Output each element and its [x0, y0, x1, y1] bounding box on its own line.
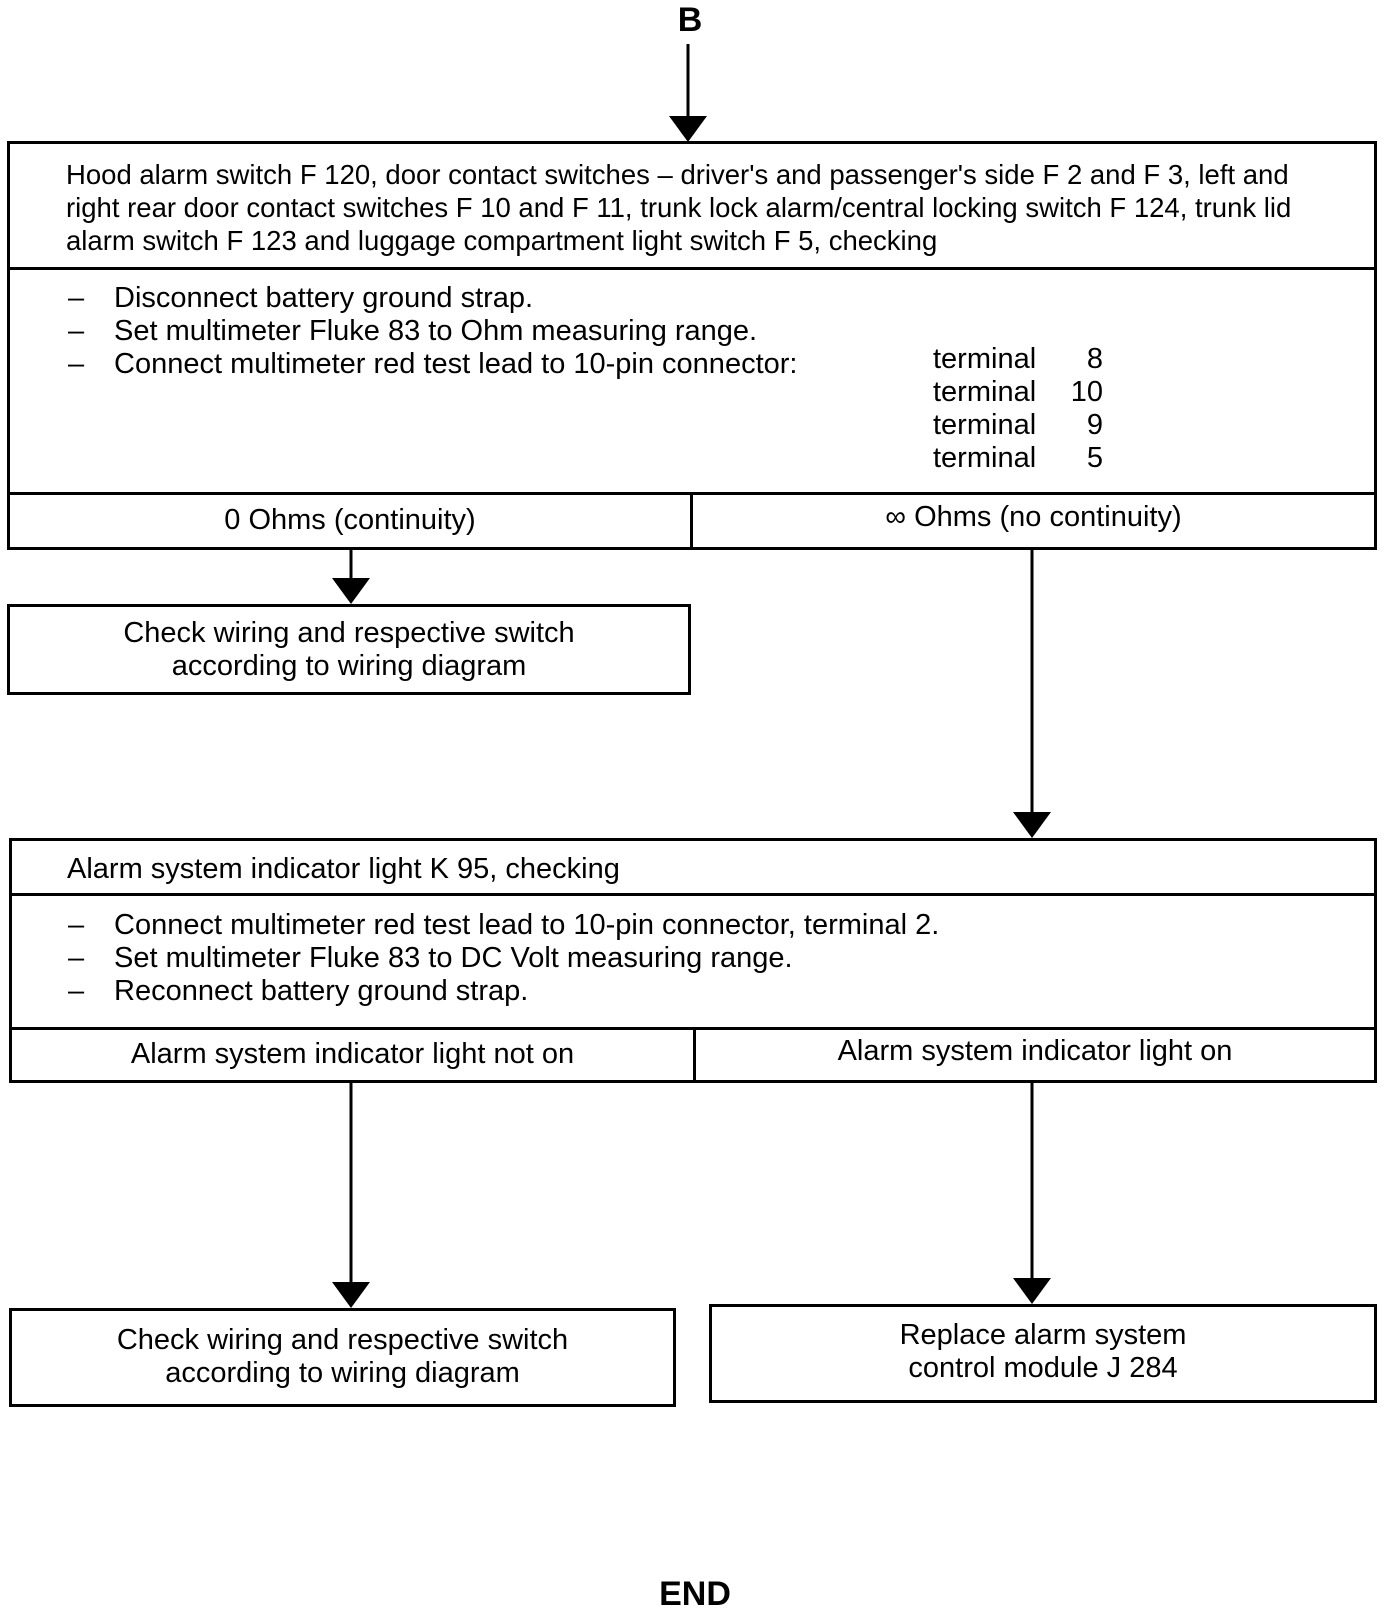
arrowhead-test1 — [669, 116, 707, 142]
terminal-row: terminal 9 — [933, 409, 1103, 442]
test2-box: Alarm system indicator light K 95, check… — [9, 838, 1377, 1083]
test2-step: – Reconnect battery ground strap. — [68, 975, 939, 1008]
action3-line2: control module J 284 — [908, 1352, 1178, 1384]
terminal-number: 8 — [1086, 343, 1103, 375]
step-text: Reconnect battery ground strap. — [114, 975, 529, 1007]
test1-result-no-continuity: ∞ Ohms (no continuity) — [885, 501, 1182, 533]
test2-title: Alarm system indicator light K 95, check… — [67, 853, 620, 885]
terminal-word: terminal — [933, 442, 1037, 474]
action3-box: Replace alarm system control module J 28… — [709, 1304, 1377, 1403]
test1-steps: – Disconnect battery ground strap. – Set… — [68, 282, 797, 381]
arrowhead-action3 — [1013, 1278, 1051, 1304]
test1-result-split — [690, 492, 693, 547]
test1-step: – Disconnect battery ground strap. — [68, 282, 797, 315]
test2-title-divider — [12, 893, 1374, 896]
step-text: Connect multimeter red test lead to 10-p… — [114, 348, 798, 380]
step-dash: – — [68, 315, 85, 347]
test1-result-continuity: 0 Ohms (continuity) — [224, 504, 476, 536]
arrowhead-action1 — [332, 578, 370, 604]
step-text: Set multimeter Fluke 83 to DC Volt measu… — [114, 942, 793, 974]
step-dash: – — [68, 282, 85, 314]
action2-text: Check wiring and respective switch accor… — [12, 1324, 673, 1390]
terminal-row: terminal 5 — [933, 442, 1103, 475]
test1-title-divider — [10, 267, 1374, 270]
action1-line2: according to wiring diagram — [171, 650, 527, 682]
terminal-number: 9 — [1086, 409, 1103, 441]
terminal-word: terminal — [933, 376, 1037, 408]
arrowhead-action2 — [332, 1282, 370, 1308]
action2-box: Check wiring and respective switch accor… — [9, 1308, 676, 1407]
terminal-row: terminal 10 — [933, 376, 1103, 409]
action1-line1: Check wiring and respective switch — [123, 617, 575, 649]
step-dash: – — [68, 909, 85, 941]
action1-text: Check wiring and respective switch accor… — [10, 617, 688, 683]
test2-result-on: Alarm system indicator light on — [837, 1035, 1233, 1067]
terminal-number: 5 — [1086, 442, 1103, 474]
test2-steps: – Connect multimeter red test lead to 10… — [68, 909, 939, 1008]
step-dash: – — [68, 348, 85, 380]
terminal-word: terminal — [933, 409, 1037, 441]
arrowhead-test2 — [1013, 812, 1051, 838]
step-dash: – — [68, 942, 85, 974]
action3-line1: Replace alarm system — [899, 1319, 1187, 1351]
step-text: Disconnect battery ground strap. — [114, 282, 534, 314]
step-text: Set multimeter Fluke 83 to Ohm measuring… — [114, 315, 758, 347]
action3-text: Replace alarm system control module J 28… — [712, 1319, 1374, 1385]
test1-step: – Connect multimeter red test lead to 10… — [68, 348, 797, 381]
action2-line1: Check wiring and respective switch — [116, 1324, 569, 1356]
test1-box: Hood alarm switch F 120, door contact sw… — [7, 141, 1377, 550]
test2-step: – Set multimeter Fluke 83 to DC Volt mea… — [68, 942, 939, 975]
terminal-list: terminal 8 terminal 10 terminal 9 termin… — [933, 343, 1103, 475]
end-marker: END — [659, 1575, 731, 1613]
test2-step: – Connect multimeter red test lead to 10… — [68, 909, 939, 942]
terminal-row: terminal 8 — [933, 343, 1103, 376]
start-marker: B — [677, 1, 703, 39]
terminal-word: terminal — [933, 343, 1037, 375]
test1-step: – Set multimeter Fluke 83 to Ohm measuri… — [68, 315, 797, 348]
step-dash: – — [68, 975, 85, 1007]
step-text: Connect multimeter red test lead to 10-p… — [114, 909, 940, 941]
terminal-number: 10 — [1070, 376, 1103, 408]
test2-result-not-on: Alarm system indicator light not on — [130, 1038, 575, 1070]
action2-line2: according to wiring diagram — [165, 1357, 520, 1389]
test1-title: Hood alarm switch F 120, door contact sw… — [66, 159, 1292, 256]
action1-box: Check wiring and respective switch accor… — [7, 604, 691, 695]
test2-result-split — [693, 1027, 696, 1080]
